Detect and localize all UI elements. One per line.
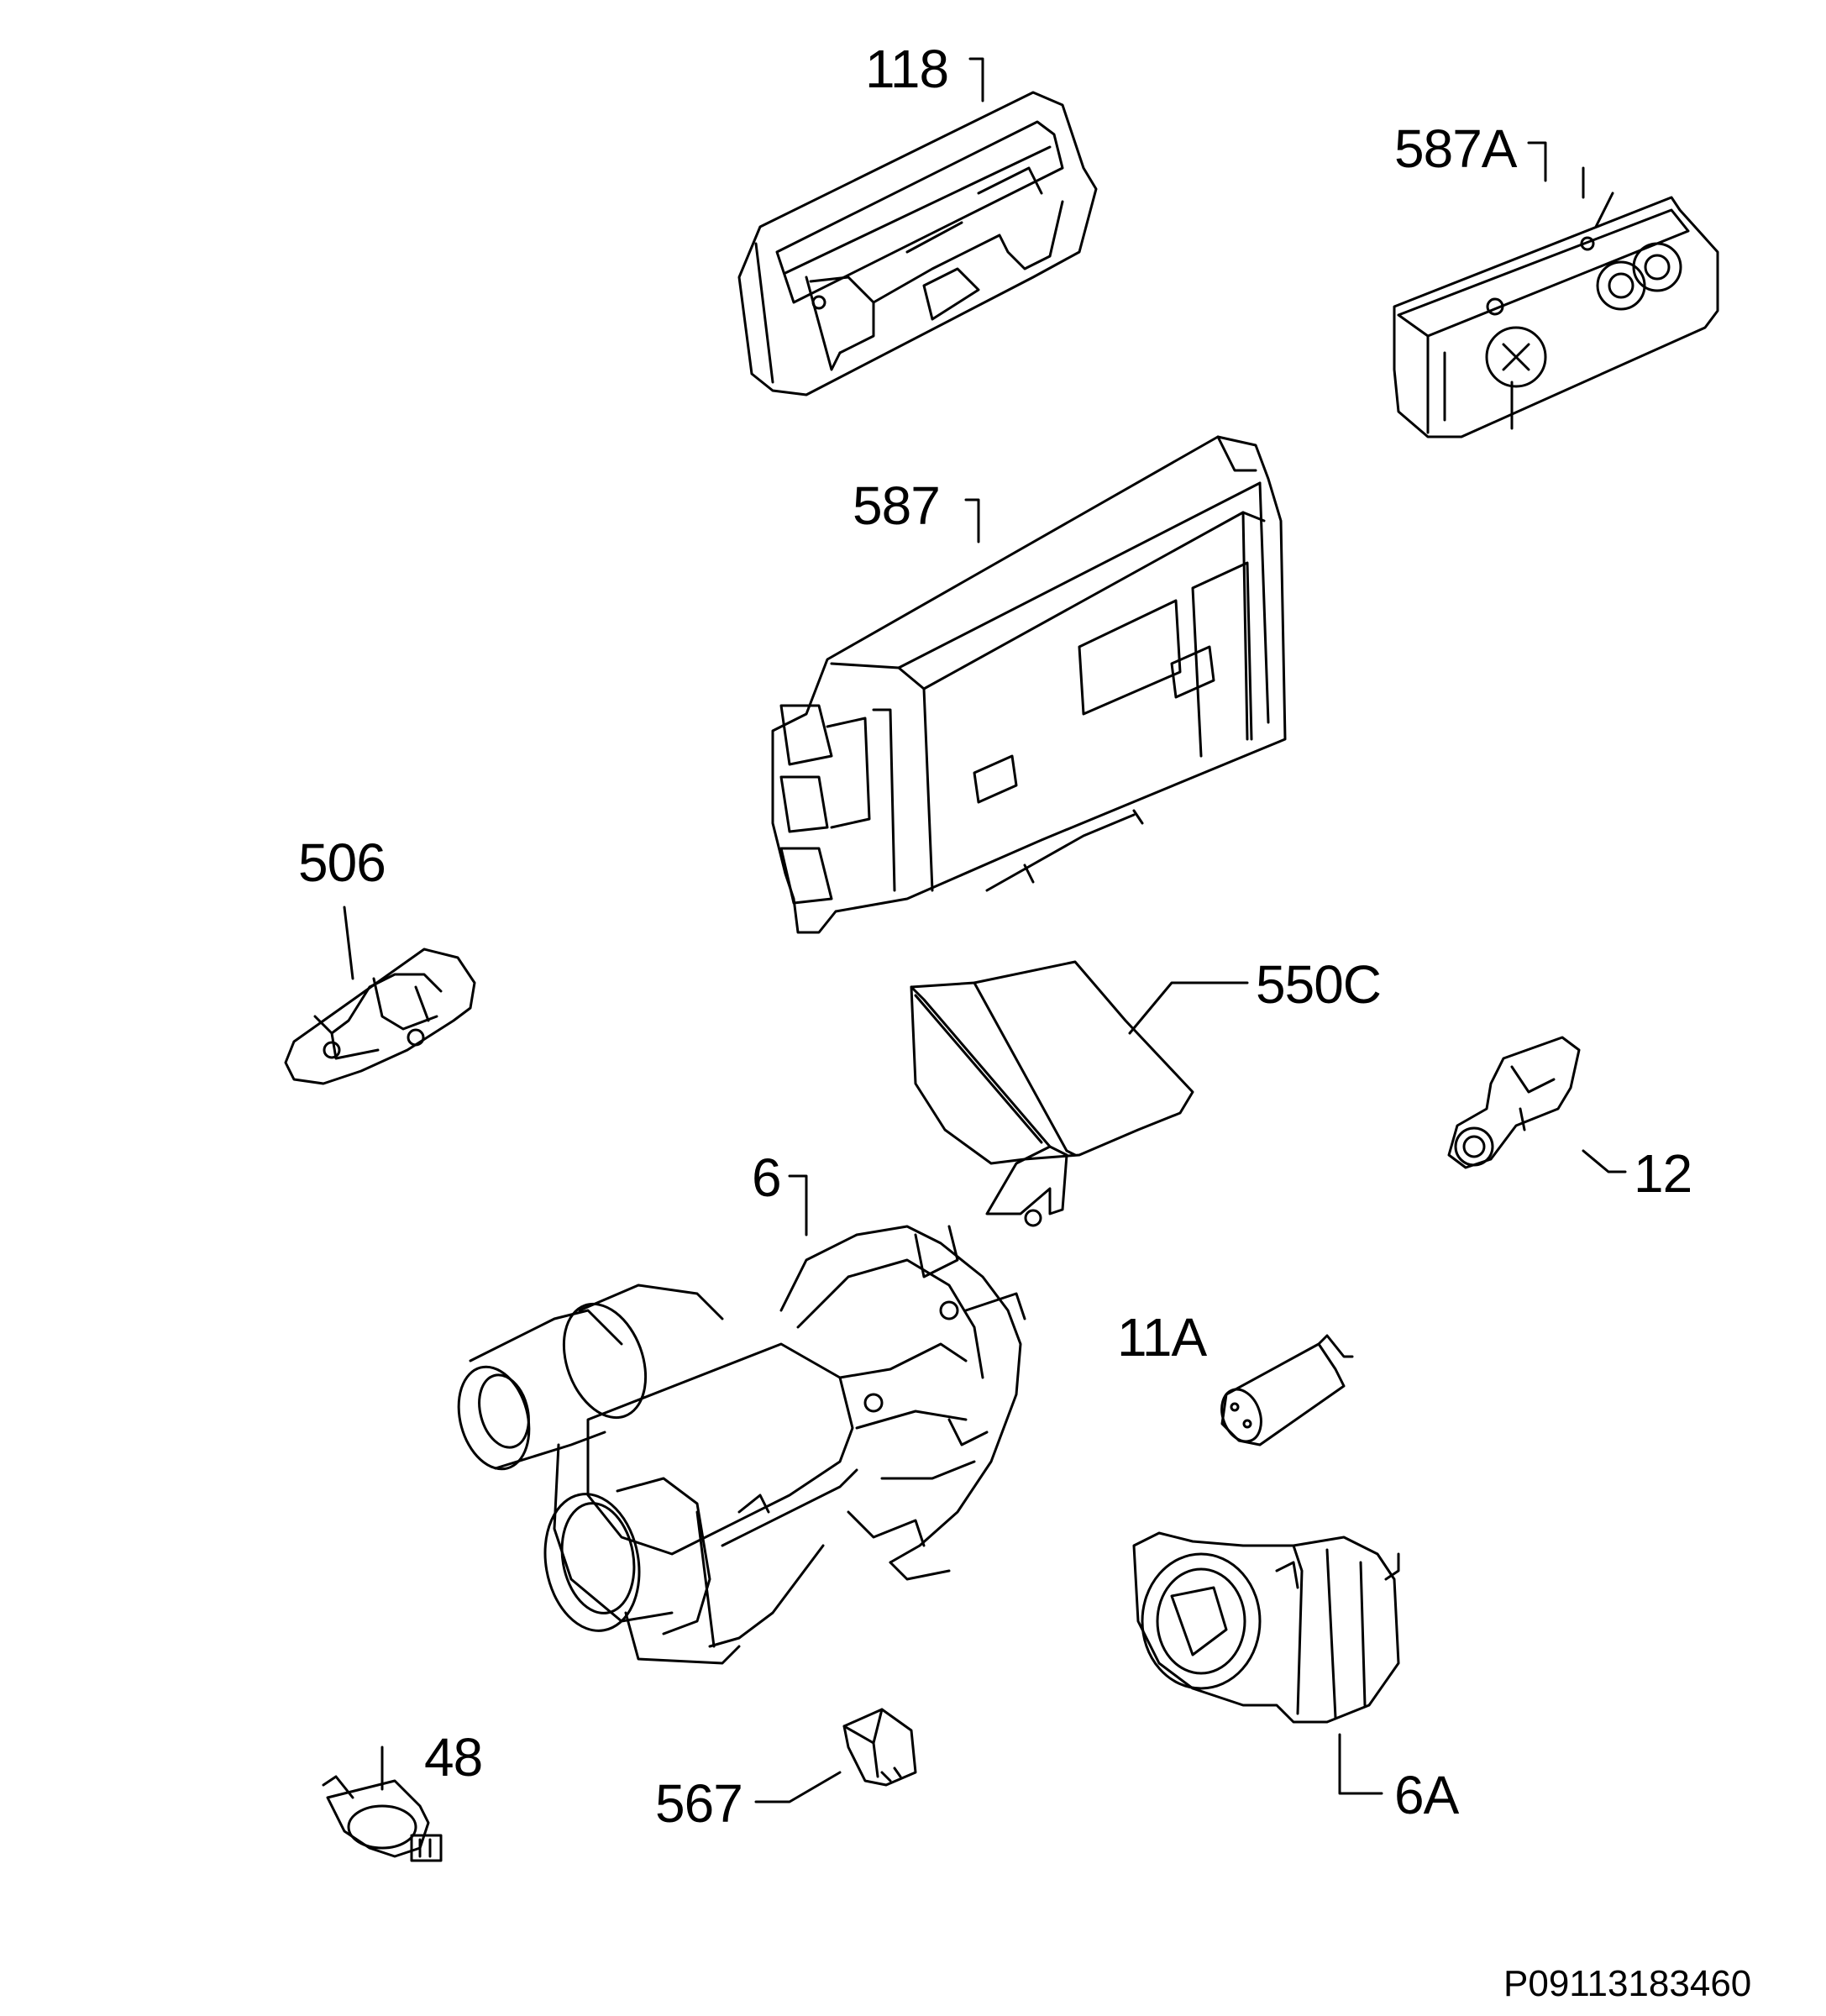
part-label-567: 567 [655, 1773, 743, 1834]
part-6A-drain-pump [1132, 1531, 1400, 1724]
part-550C-cover-plate [910, 960, 1194, 1227]
part-label-11A: 11A [1117, 1307, 1207, 1368]
part-label-587A: 587A [1394, 118, 1517, 179]
part-label-550C: 550C [1256, 954, 1382, 1015]
part-label-48: 48 [424, 1727, 483, 1788]
part-567-component [842, 1708, 917, 1787]
part-11A-component [1220, 1334, 1354, 1446]
part-label-6A: 6A [1394, 1765, 1459, 1825]
part-label-6: 6 [752, 1147, 782, 1208]
part-118-dispenser-lid [737, 91, 1098, 396]
part-6-circulation-pump [457, 1225, 1026, 1665]
leader-lines [343, 57, 1627, 1803]
part-12-component [1447, 1036, 1581, 1169]
part-587-electronic-module [771, 435, 1287, 934]
part-label-12: 12 [1634, 1143, 1692, 1204]
part-506-component [284, 948, 476, 1085]
part-label-587: 587 [853, 475, 941, 536]
part-label-118: 118 [865, 39, 949, 99]
part-label-506: 506 [298, 832, 386, 893]
part-587A-control-board [1393, 166, 1719, 438]
part-48-component [322, 1775, 443, 1862]
figure-code: P09113183460 [1503, 1963, 1752, 2004]
